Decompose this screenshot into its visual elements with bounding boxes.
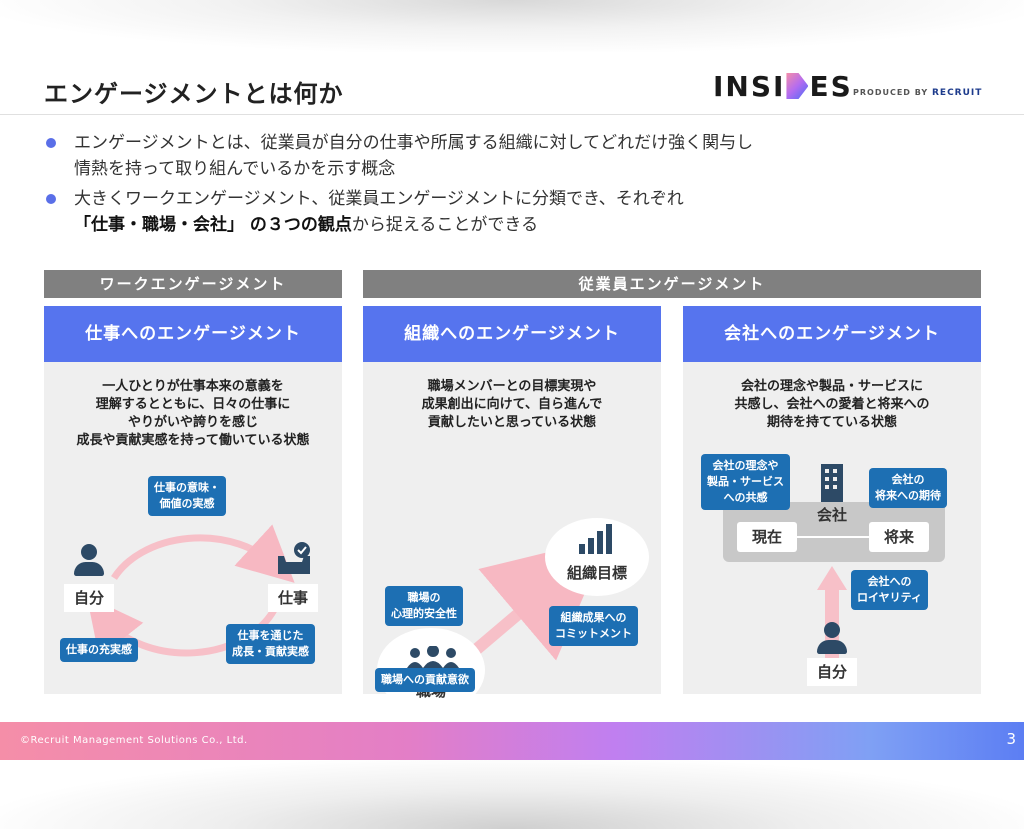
tag-company-loyalty: 会社へのロイヤリティ [851, 570, 929, 610]
loyalty-arrow [817, 566, 847, 672]
page-number: 3 [1006, 730, 1016, 748]
page-title: エンゲージメントとは何か [44, 80, 344, 108]
panel-description: 一人ひとりが仕事本来の意義を 理解するとともに、日々の仕事に やりがいや誇りを感… [76, 379, 310, 448]
cycle-arrow-top [111, 524, 295, 583]
future-label: 将来 [869, 522, 929, 552]
tag-org-commitment: 組織成果へのコミットメント [549, 606, 638, 646]
inbox-check-icon [278, 542, 310, 574]
panel-title: 組織へのエンゲージメント [363, 306, 661, 362]
self-person-icon [74, 544, 104, 576]
goal-label: 組織目標 [566, 564, 627, 582]
title-divider [0, 114, 1024, 115]
footer-bar: ©Recruit Management Solutions Co., Ltd. … [0, 722, 1024, 760]
tag-job-meaning: 仕事の意味・価値の実感 [148, 476, 226, 516]
tag-job-fulfillment: 仕事の充実感 [60, 638, 138, 662]
logo-produced-by: PRODUCED BY RECRUIT [853, 88, 983, 98]
panel-job-engagement: 仕事へのエンゲージメント 一人ひとりが仕事本来の意義を 理解するとともに、日々の… [44, 306, 342, 694]
now-label: 現在 [737, 522, 797, 552]
self-label: 自分 [807, 658, 857, 686]
bullet-list: エンゲージメントとは、従業員が自分の仕事や所属する組織に対してどれだけ強く関与し… [44, 130, 974, 242]
tag-psych-safety: 職場の心理的安全性 [385, 586, 463, 626]
section-employee-engagement: 従業員エンゲージメント [363, 270, 981, 298]
bottom-shadow [0, 760, 1024, 829]
panel-org-engagement: 組織へのエンゲージメント 職場メンバーとの目標実現や 成果創出に向けて、自ら進ん… [363, 306, 661, 712]
tag-workplace-contribution: 職場への貢献意欲 [375, 668, 475, 692]
panel-description: 会社の理念や製品・サービスに 共感し、会社への愛着と将来への 期待を持てている状… [734, 379, 930, 430]
building-icon [821, 464, 843, 502]
tag-company-future: 会社の将来への期待 [869, 468, 947, 508]
bullet-item: エンゲージメントとは、従業員が自分の仕事や所属する組織に対してどれだけ強く関与し… [44, 130, 974, 182]
growth-arrow [467, 537, 609, 661]
bar-chart-icon [579, 524, 612, 554]
job-label: 仕事 [268, 584, 318, 612]
panel-company-engagement: 会社へのエンゲージメント 会社の理念や製品・サービスに 共感し、会社への愛着と将… [683, 306, 981, 694]
panel-description: 職場メンバーとの目標実現や 成果創出に向けて、自ら進んで 貢献したいと思っている… [421, 379, 603, 430]
panel-title: 会社へのエンゲージメント [683, 306, 981, 362]
team-people-icon [407, 646, 459, 668]
bullet-dot-icon [46, 194, 56, 204]
bullet-dot-icon [46, 138, 56, 148]
top-shadow [0, 0, 1024, 52]
timeline-line [797, 536, 869, 538]
copyright: ©Recruit Management Solutions Co., Ltd. [20, 735, 248, 746]
tag-job-growth: 仕事を通じた成長・貢献実感 [226, 624, 315, 664]
self-person-icon [817, 622, 847, 654]
panel-title: 仕事へのエンゲージメント [44, 306, 342, 362]
org-goal-diagram [467, 537, 609, 661]
section-work-engagement: ワークエンゲージメント [44, 270, 342, 298]
company-label: 会社 [816, 506, 847, 524]
logo-d-mark-icon [786, 73, 809, 99]
self-label: 自分 [64, 584, 114, 612]
bullet-item: 大きくワークエンゲージメント、従業員エンゲージメントに分類でき、それぞれ 「仕事… [44, 186, 974, 238]
tag-company-empathy: 会社の理念や製品・サービスへの共感 [701, 454, 790, 510]
